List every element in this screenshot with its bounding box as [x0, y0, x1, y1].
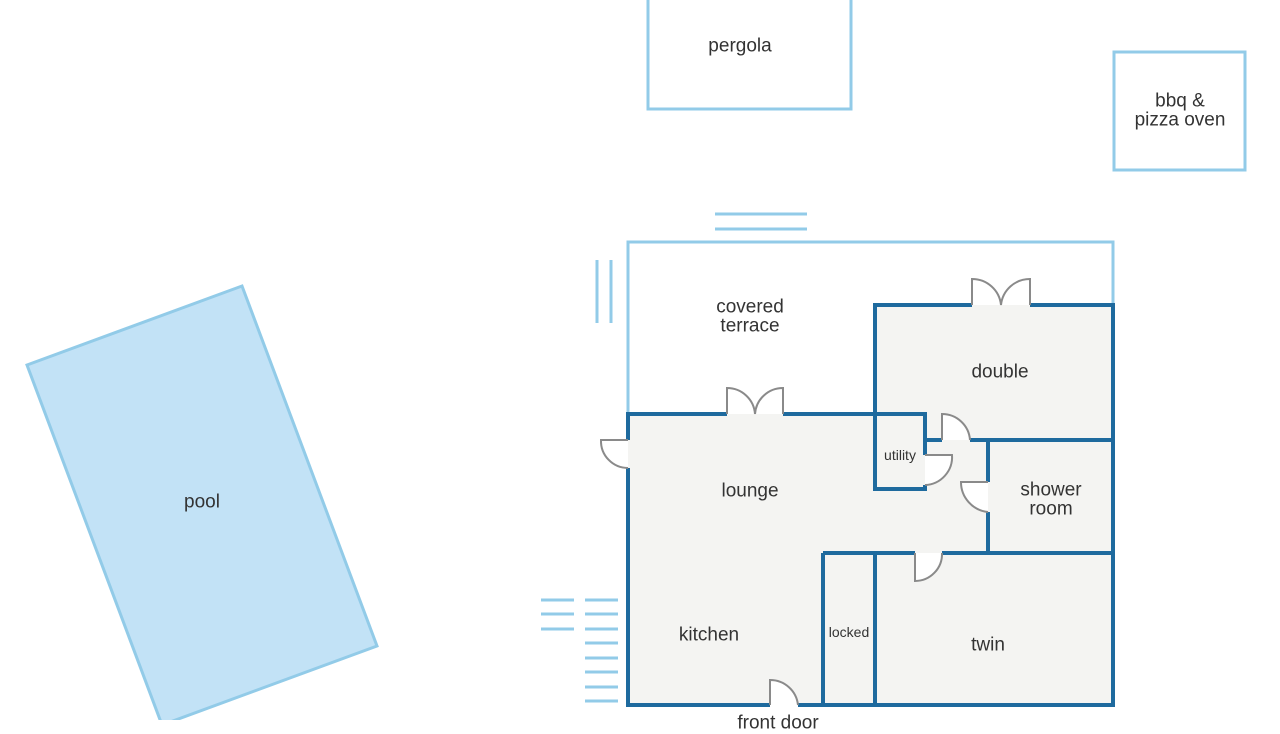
- twin-door: [914, 552, 944, 583]
- front-door: [769, 678, 799, 706]
- shower-label-line2: room: [1029, 498, 1073, 520]
- terrace-outline: [626, 240, 1115, 414]
- double-label: double: [971, 361, 1029, 383]
- front-door-label: front door: [737, 712, 819, 734]
- shower-label-line1: shower: [1020, 479, 1082, 501]
- walls: [626, 303, 1115, 707]
- terrace-steps: [595, 212, 807, 323]
- locked-label: locked: [828, 624, 870, 640]
- lounge-label: lounge: [721, 480, 779, 502]
- terrace-label-line1: covered: [716, 296, 784, 318]
- double-room-door: [971, 277, 1031, 306]
- utility-label: utility: [884, 447, 916, 463]
- hall-door: [941, 412, 971, 441]
- terrace-double-door: [726, 386, 784, 415]
- house-floor: [628, 305, 1113, 705]
- utility-door: [924, 454, 954, 486]
- pool-shape: [25, 284, 379, 720]
- terrace-label-line2: terrace: [720, 315, 780, 337]
- kitchen-steps: [541, 598, 618, 703]
- shower-door: [959, 481, 989, 513]
- bbq-outline: [1112, 50, 1247, 172]
- pergola-outline: [646, 0, 853, 111]
- doors: [599, 277, 1031, 706]
- pool-label: pool: [184, 491, 220, 513]
- bbq-label-line2: pizza oven: [1134, 109, 1226, 131]
- bbq-label-line1: bbq &: [1155, 90, 1205, 112]
- lounge-side-door: [599, 439, 629, 469]
- pergola-label: pergola: [708, 35, 772, 57]
- kitchen-label: kitchen: [678, 624, 740, 646]
- twin-label: twin: [971, 634, 1005, 656]
